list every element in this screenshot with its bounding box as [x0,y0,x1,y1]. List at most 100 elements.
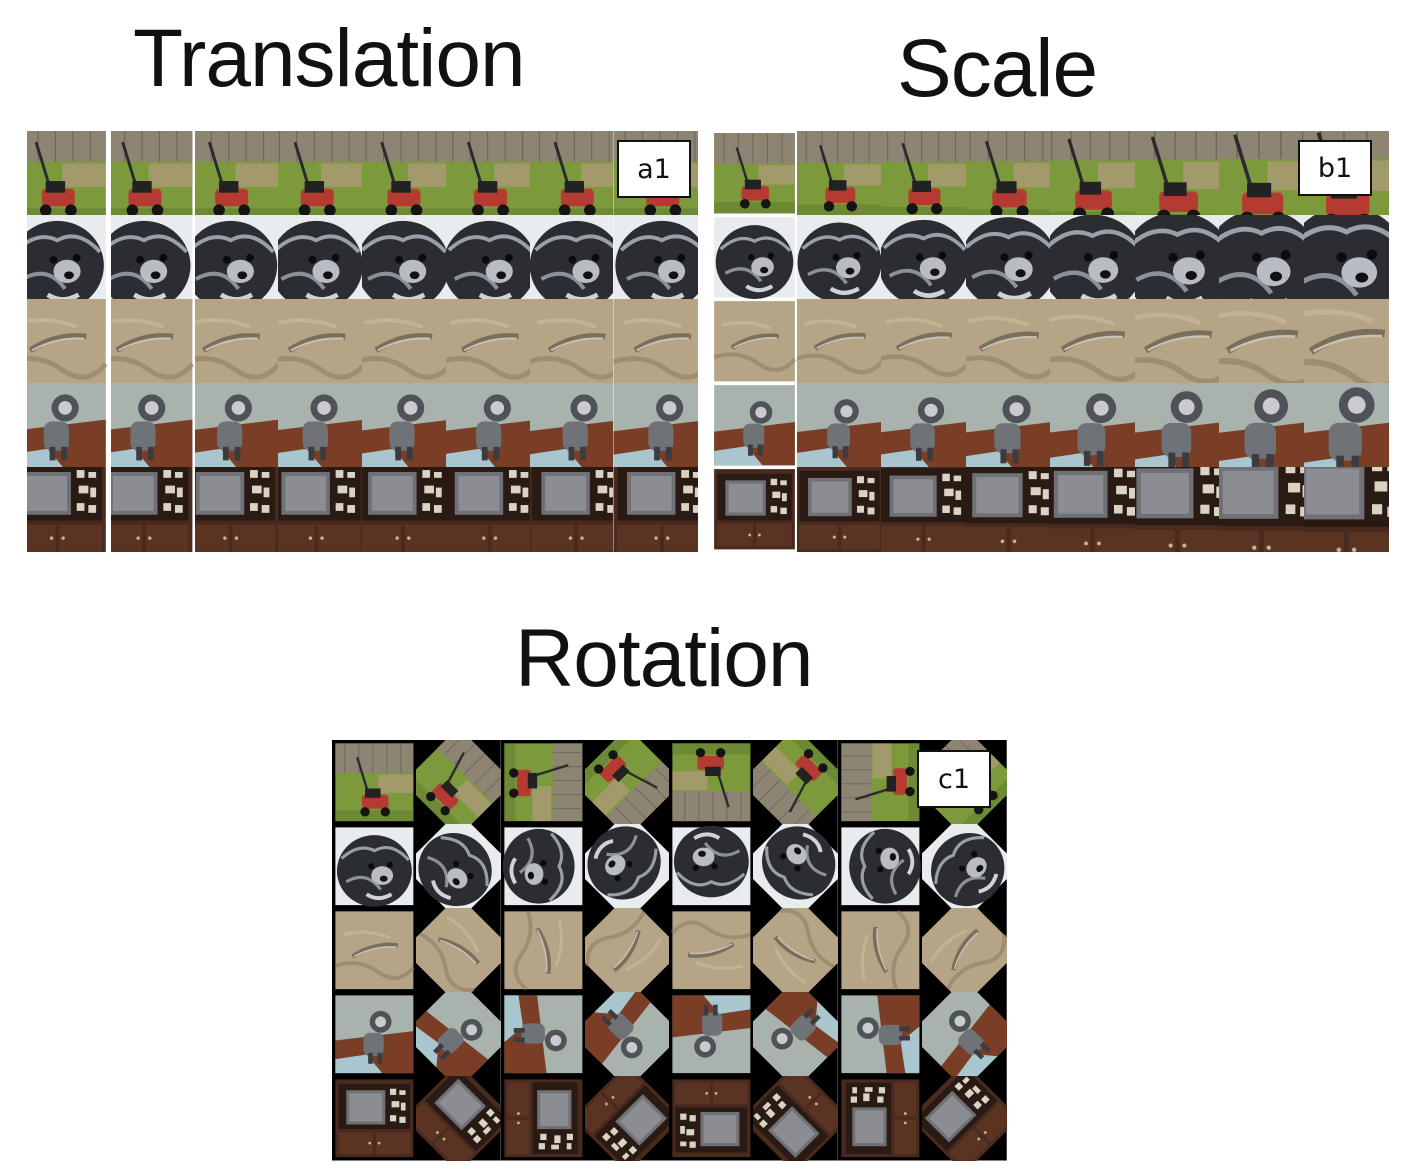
thumbnail-dog-on-floor-6 [753,992,838,1077]
translation-title: Translation [133,13,526,104]
thumbnail-lawn-mower-4 [965,131,1051,216]
thumbnail-tv-cabinet-4 [584,1076,670,1161]
translation-image-grid [27,131,698,552]
thumbnail-fish-on-sand-7 [1219,299,1304,384]
thumbnail-dog-on-floor-7 [529,383,614,468]
thumbnail-fish-on-sand-1 [332,908,417,993]
thumbnail-dog-on-floor-6 [445,383,530,468]
panel-label-b1: b1 [1298,140,1372,196]
thumbnail-shih-tzu-dog-7 [837,824,923,909]
thumbnail-shih-tzu-dog-5 [362,215,447,300]
thumbnail-dog-on-floor-8 [1303,383,1389,468]
thumbnail-tv-cabinet-2 [416,1076,501,1161]
thumbnail-fish-on-sand-8 [613,299,698,384]
thumbnail-dog-on-floor-5 [362,383,447,468]
thumbnail-fish-on-sand-3 [881,299,966,384]
thumbnail-tv-cabinet-8 [921,1076,1007,1161]
thumbnail-shih-tzu-dog-3 [881,215,966,300]
thumbnail-shih-tzu-dog-7 [529,215,614,300]
thumbnail-shih-tzu-dog-1 [27,215,112,300]
thumbnail-dog-on-floor-7 [837,992,923,1077]
thumbnail-shih-tzu-dog-6 [1134,215,1220,300]
thumbnail-shih-tzu-dog-6 [753,824,838,909]
thumbnail-fish-on-sand-5 [669,908,754,993]
thumbnail-lawn-mower-3 [500,740,586,825]
thumbnail-tv-cabinet-8 [1303,467,1389,552]
thumbnail-fish-on-sand-1 [712,299,797,384]
thumbnail-tv-cabinet-3 [500,1076,586,1161]
thumbnail-tv-cabinet-4 [965,467,1051,552]
thumbnail-tv-cabinet-1 [27,467,112,552]
thumbnail-shih-tzu-dog-6 [445,215,530,300]
thumbnail-shih-tzu-dog-2 [110,215,195,300]
thumbnail-dog-on-floor-4 [584,992,670,1077]
thumbnail-lawn-mower-2 [796,131,882,216]
thumbnail-shih-tzu-dog-5 [1050,215,1135,300]
thumbnail-tv-cabinet-7 [837,1076,923,1161]
thumbnail-dog-on-floor-5 [669,992,754,1077]
thumbnail-dog-on-floor-3 [194,383,279,468]
thumbnail-lawn-mower-1 [332,740,417,825]
thumbnail-tv-cabinet-4 [278,467,363,552]
thumbnail-shih-tzu-dog-2 [796,215,882,300]
thumbnail-dog-on-floor-4 [278,383,363,468]
thumbnail-dog-on-floor-4 [965,383,1051,468]
thumbnail-lawn-mower-3 [881,131,966,216]
thumbnail-shih-tzu-dog-3 [500,824,586,909]
thumbnail-shih-tzu-dog-4 [278,215,363,300]
thumbnail-fish-on-sand-5 [1050,299,1135,384]
thumbnail-tv-cabinet-1 [332,1076,417,1161]
thumbnail-fish-on-sand-7 [837,908,923,993]
thumbnail-shih-tzu-dog-1 [332,824,417,909]
thumbnail-shih-tzu-dog-1 [712,215,797,300]
thumbnail-fish-on-sand-1 [27,299,112,384]
thumbnail-tv-cabinet-7 [529,467,614,552]
thumbnail-dog-on-floor-1 [332,992,417,1077]
thumbnail-tv-cabinet-3 [881,467,966,552]
thumbnail-shih-tzu-dog-8 [921,824,1007,909]
rotation-image-grid [332,740,1007,1161]
thumbnail-fish-on-sand-2 [110,299,195,384]
thumbnail-dog-on-floor-6 [1134,383,1220,468]
thumbnail-shih-tzu-dog-3 [194,215,279,300]
thumbnail-fish-on-sand-8 [1303,299,1389,384]
thumbnail-dog-on-floor-7 [1219,383,1304,468]
thumbnail-lawn-mower-4 [278,131,363,216]
thumbnail-dog-on-floor-1 [27,383,112,468]
scale-title: Scale [897,23,1098,114]
thumbnail-tv-cabinet-3 [194,467,279,552]
thumbnail-tv-cabinet-2 [110,467,195,552]
thumbnail-fish-on-sand-6 [753,908,838,993]
thumbnail-dog-on-floor-8 [613,383,698,468]
thumbnail-dog-on-floor-5 [1050,383,1135,468]
thumbnail-dog-on-floor-2 [796,383,882,468]
thumbnail-fish-on-sand-4 [965,299,1051,384]
thumbnail-lawn-mower-7 [1219,131,1304,216]
thumbnail-fish-on-sand-6 [1134,299,1220,384]
thumbnail-fish-on-sand-3 [194,299,279,384]
thumbnail-shih-tzu-dog-8 [613,215,698,300]
thumbnail-tv-cabinet-6 [1134,467,1220,552]
thumbnail-tv-cabinet-8 [613,467,698,552]
thumbnail-fish-on-sand-4 [278,299,363,384]
rotation-title: Rotation [515,613,813,704]
thumbnail-fish-on-sand-8 [921,908,1007,993]
thumbnail-lawn-mower-3 [194,131,279,216]
thumbnail-shih-tzu-dog-8 [1303,215,1389,300]
thumbnail-shih-tzu-dog-4 [965,215,1051,300]
thumbnail-tv-cabinet-1 [712,467,797,552]
thumbnail-fish-on-sand-4 [584,908,670,993]
thumbnail-dog-on-floor-2 [416,992,501,1077]
thumbnail-shih-tzu-dog-2 [416,824,501,909]
thumbnail-lawn-mower-6 [1134,131,1220,216]
thumbnail-lawn-mower-5 [669,740,754,825]
thumbnail-shih-tzu-dog-7 [1219,215,1304,300]
scale-image-grid [712,131,1389,552]
thumbnail-lawn-mower-4 [584,740,670,825]
thumbnail-tv-cabinet-6 [445,467,530,552]
thumbnail-dog-on-floor-3 [500,992,586,1077]
thumbnail-fish-on-sand-7 [529,299,614,384]
thumbnail-tv-cabinet-5 [362,467,447,552]
thumbnail-tv-cabinet-2 [796,467,882,552]
thumbnail-fish-on-sand-2 [796,299,882,384]
